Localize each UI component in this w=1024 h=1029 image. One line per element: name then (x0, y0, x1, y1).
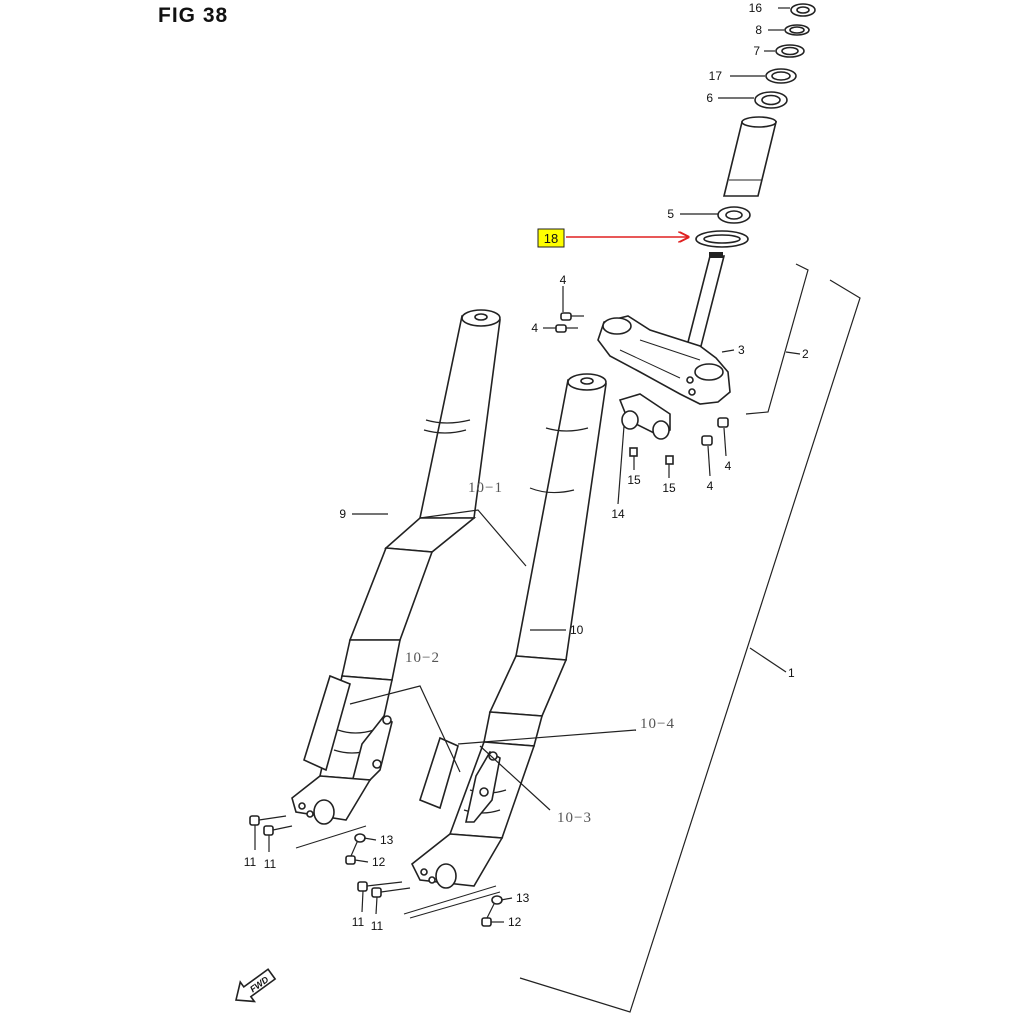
callout-6: 6 (706, 91, 713, 105)
callout-11-b: 11 (264, 857, 277, 871)
fork-leg-right-10 (410, 373, 607, 889)
stem-shaft (684, 252, 726, 351)
highlight-label-18: 18 (537, 228, 565, 248)
callout-13-a: 13 (380, 833, 394, 847)
figure-title: FIG 38 (158, 4, 229, 27)
callout-12-a: 12 (372, 855, 386, 869)
callout-1: 1 (788, 666, 795, 680)
callout-12-b: 12 (508, 915, 522, 929)
bolts-11-left-fork (249, 815, 293, 836)
callout-4-lower: 4 (707, 479, 714, 493)
highlight-label-text: 18 (544, 231, 558, 246)
callout-15-right: 15 (662, 481, 676, 495)
seal-18 (695, 230, 749, 248)
callout-labels: 16 8 7 17 6 5 4 4 3 2 4 4 15 15 14 9 10 … (244, 1, 809, 933)
nut-7 (775, 44, 805, 58)
callout-10-1: 10−1 (468, 480, 503, 496)
callout-7: 7 (753, 44, 760, 58)
bearing-6 (754, 91, 788, 109)
dust-seal-17 (765, 68, 797, 84)
fork-leg-left-9 (291, 309, 501, 825)
bolt-4-right-upper (717, 417, 729, 428)
nut-13-right (491, 895, 503, 905)
bolts-11-right-fork (357, 881, 411, 898)
leader-lines (254, 7, 861, 1013)
bolt-4-left (555, 324, 578, 333)
callout-11-a: 11 (244, 855, 257, 869)
callout-3: 3 (738, 343, 745, 357)
callout-10-4: 10−4 (640, 716, 675, 732)
head-pipe-tube (722, 116, 778, 197)
nut-13-left (354, 833, 366, 843)
stem-nut-16 (790, 3, 816, 17)
callout-14: 14 (611, 507, 625, 521)
callout-10-2: 10−2 (405, 650, 440, 666)
bolt-4-right-lower (701, 435, 713, 446)
washer-8 (784, 24, 810, 36)
callout-4-top: 4 (560, 273, 567, 287)
callout-4-right: 4 (725, 459, 732, 473)
callout-11-c: 11 (352, 915, 365, 929)
lower-bracket-3 (597, 315, 731, 405)
callout-11-d: 11 (371, 919, 384, 933)
bearing-5 (717, 206, 751, 224)
callout-8: 8 (755, 23, 762, 37)
screw-15-right (665, 455, 674, 465)
callout-4-left: 4 (531, 321, 538, 335)
callout-17: 17 (709, 69, 723, 83)
callout-5: 5 (667, 207, 674, 221)
callout-15-left: 15 (627, 473, 641, 487)
callout-9: 9 (339, 507, 346, 521)
callout-10-3: 10−3 (557, 810, 592, 826)
bolt-4-upper-left (560, 312, 584, 321)
callout-16: 16 (749, 1, 763, 15)
screw-15-left (629, 447, 638, 457)
screw-12-right (481, 903, 495, 927)
callout-13-b: 13 (516, 891, 530, 905)
callout-2: 2 (802, 347, 809, 361)
hose-clamp-14 (618, 393, 671, 440)
forward-arrow-icon: FWD (235, 968, 277, 1003)
callout-10: 10 (570, 623, 584, 637)
